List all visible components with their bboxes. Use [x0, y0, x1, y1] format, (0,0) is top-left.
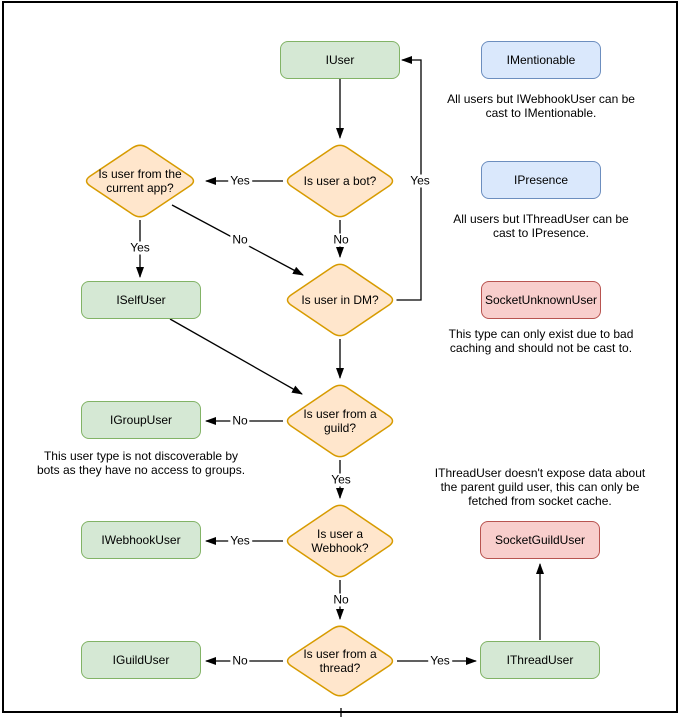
- edge-label-guild-to-group: No: [230, 413, 250, 428]
- edge-label-webhook-to-iwebhook: Yes: [228, 533, 252, 548]
- node-socketguilduser-label: SocketGuildUser: [494, 533, 586, 547]
- decision-is-webhook-label: Is user a Webhook?: [311, 527, 369, 555]
- node-igroupuser: IGroupUser: [81, 401, 201, 439]
- decision-is-bot-label: Is user a bot?: [303, 174, 377, 188]
- node-iselfuser-label: ISelfUser: [116, 293, 166, 307]
- node-iguilduser: IGuildUser: [81, 641, 201, 679]
- diamond-shape: [286, 625, 394, 697]
- edge-label-webhook-to-thread: No: [331, 592, 351, 607]
- node-ithreaduser-label: IThreadUser: [506, 653, 574, 667]
- note-thread-user: IThreadUser doesn't expose data about th…: [434, 466, 646, 508]
- edge-label-thread-to-ithread: Yes: [428, 653, 452, 668]
- decision-is-webhook: Is user a Webhook?: [283, 502, 397, 580]
- node-imentionable: IMentionable: [481, 41, 601, 79]
- decision-in-dm: Is user in DM?: [283, 261, 397, 339]
- edge-label-bot-to-dm: No: [331, 232, 351, 247]
- edge-label-dm-to-iuser: Yes: [408, 173, 432, 188]
- decision-from-thread: Is user from a thread?: [283, 623, 397, 699]
- node-ithreaduser: IThreadUser: [480, 641, 600, 679]
- node-iguilduser-label: IGuildUser: [112, 653, 170, 667]
- node-socketguilduser: SocketGuildUser: [480, 521, 600, 559]
- decision-is-bot: Is user a bot?: [283, 142, 397, 220]
- node-ipresence: IPresence: [481, 161, 601, 199]
- note-presence: All users but IThreadUser can be cast to…: [453, 212, 629, 240]
- decision-from-thread-label: Is user from a thread?: [303, 647, 377, 675]
- note-group-user: This user type is not discoverable by bo…: [36, 449, 246, 477]
- node-iwebhookuser-label: IWebhookUser: [101, 533, 181, 547]
- note-unknown-user: This type can only exist due to bad cach…: [448, 327, 634, 355]
- edge-label-guild-to-webhook: Yes: [329, 472, 353, 487]
- decision-in-dm-label: Is user in DM?: [301, 293, 379, 307]
- decision-from-current-app: Is user from the current app?: [82, 142, 198, 220]
- note-mentionable: All users but IWebhookUser can be cast t…: [447, 92, 635, 120]
- edge-label-thread-to-iguild: No: [230, 653, 250, 668]
- node-iuser: IUser: [280, 41, 400, 79]
- node-iuser-label: IUser: [325, 53, 355, 67]
- decision-from-guild-label: Is user from a guild?: [303, 407, 377, 435]
- node-imentionable-label: IMentionable: [506, 53, 576, 67]
- decision-from-current-app-label: Is user from the current app?: [98, 167, 182, 195]
- decision-from-guild: Is user from a guild?: [283, 382, 397, 460]
- diamond-shape: [286, 384, 394, 458]
- node-igroupuser-label: IGroupUser: [109, 413, 173, 427]
- diamond-shape: [286, 504, 394, 578]
- node-ipresence-label: IPresence: [513, 173, 569, 187]
- edge-label-bot-to-app: Yes: [228, 173, 252, 188]
- edge-label-app-to-dm: No: [230, 232, 250, 247]
- diamond-shape: [85, 144, 195, 218]
- edge-self-to-guild: [169, 318, 303, 395]
- diamond-shape: [286, 263, 394, 337]
- node-iselfuser: ISelfUser: [81, 281, 201, 319]
- node-socketunknownuser: SocketUnknownUser: [481, 281, 601, 319]
- node-iwebhookuser: IWebhookUser: [81, 521, 201, 559]
- edge-label-app-to-self: Yes: [128, 240, 152, 255]
- diamond-shape: [286, 144, 394, 218]
- node-socketunknownuser-label: SocketUnknownUser: [484, 293, 598, 307]
